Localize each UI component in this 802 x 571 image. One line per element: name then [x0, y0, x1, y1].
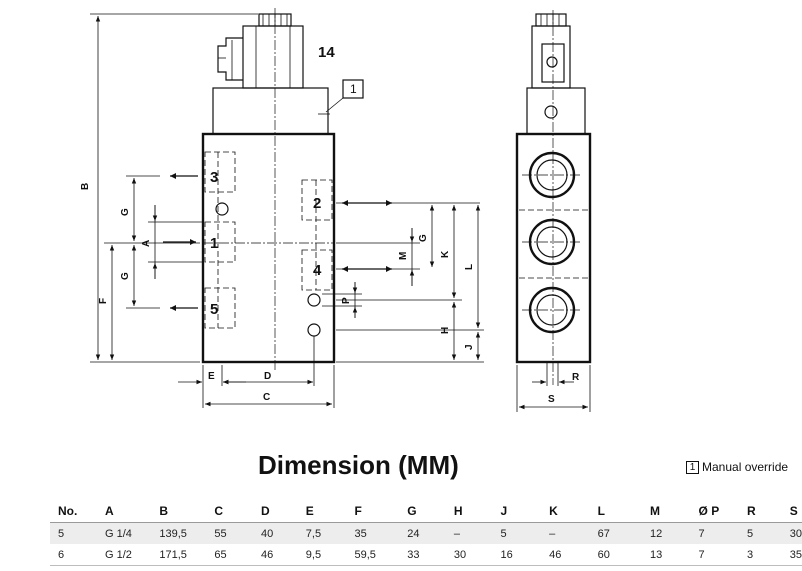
- table-cell: 6: [50, 544, 97, 566]
- table-cell: 7,5: [297, 522, 347, 544]
- table-cell: 7: [690, 544, 739, 566]
- table-cell: 67: [589, 522, 642, 544]
- table-cell: 5: [50, 522, 97, 544]
- valve-body: [201, 132, 336, 364]
- dim-label-R: R: [572, 372, 580, 383]
- table-cell: G 1/2: [96, 544, 152, 566]
- dim-label-H: H: [440, 327, 451, 334]
- dim-label-E: E: [208, 371, 215, 382]
- table-cell: 60: [589, 544, 642, 566]
- legend-box-number: 1: [686, 461, 699, 474]
- header-g: G: [399, 500, 446, 523]
- table-cell: G 1/4: [96, 522, 152, 544]
- table-cell: 171,5: [151, 544, 207, 566]
- table-row: 6 G 1/2 171,5 65 46 9,5 59,5 33 30 16 46…: [50, 544, 802, 566]
- table-cell: 35: [781, 544, 802, 566]
- table-cell: 46: [253, 544, 298, 566]
- header-e: E: [297, 500, 347, 523]
- dim-label-G-left-top: G: [120, 208, 131, 216]
- dim-label-C: C: [263, 392, 270, 403]
- table-cell: –: [445, 522, 493, 544]
- port-label-3: 3: [210, 169, 218, 186]
- side-view: [515, 10, 592, 412]
- legend-text: Manual override: [702, 460, 789, 474]
- port-label-5: 5: [210, 301, 218, 318]
- table-cell: 65: [206, 544, 254, 566]
- table-cell: 59,5: [346, 544, 400, 566]
- header-c: C: [206, 500, 254, 523]
- table-cell: 3: [738, 544, 782, 566]
- header-p: Ø P: [690, 500, 739, 523]
- port-arrows: [163, 173, 392, 311]
- dim-label-K: K: [440, 250, 451, 258]
- dim-label-G-left-bottom: G: [120, 272, 131, 280]
- dim-label-L: L: [464, 264, 475, 270]
- table-cell: 5: [738, 522, 782, 544]
- table-cell: 35: [346, 522, 400, 544]
- solenoid-callout-14: 14: [318, 44, 335, 61]
- table-cell: 5: [492, 522, 542, 544]
- dim-label-F: F: [98, 298, 109, 304]
- port-label-4: 4: [313, 262, 322, 279]
- solenoid-coil: [242, 25, 304, 89]
- dim-label-S: S: [548, 394, 555, 405]
- header-s: S: [781, 500, 802, 523]
- mounting-hole-top: [215, 202, 229, 216]
- dim-label-D: D: [264, 371, 271, 382]
- header-d: D: [253, 500, 298, 523]
- table-cell: 9,5: [297, 544, 347, 566]
- callout-box-number: 1: [350, 82, 357, 96]
- port-label-1: 1: [210, 235, 218, 252]
- port-label-2: 2: [313, 195, 321, 212]
- header-h: H: [445, 500, 493, 523]
- table-header-row: No. A B C D E F G H J K L M Ø P R S: [50, 500, 802, 523]
- technical-drawing: 3 1 5 2 4 14 1: [80, 8, 592, 412]
- table-cell: 7: [690, 522, 739, 544]
- table-cell: 139,5: [151, 522, 207, 544]
- table-cell: 46: [541, 544, 590, 566]
- operator-housing: [212, 87, 329, 135]
- table-cell: 55: [206, 522, 254, 544]
- table-cell: 33: [399, 544, 446, 566]
- table-cell: 40: [253, 522, 298, 544]
- dim-label-B: B: [80, 183, 91, 190]
- header-j: J: [492, 500, 542, 523]
- dim-label-G-right: G: [418, 234, 429, 242]
- dim-label-P: P: [341, 297, 352, 304]
- mounting-hole-mid: [307, 293, 321, 307]
- header-m: M: [642, 500, 691, 523]
- dim-label-J: J: [464, 344, 475, 350]
- header-b: B: [151, 500, 207, 523]
- dim-label-M: M: [398, 252, 409, 260]
- table-cell: 24: [399, 522, 446, 544]
- header-k: K: [541, 500, 590, 523]
- connector-plug: [217, 37, 243, 81]
- table-cell: 13: [642, 544, 691, 566]
- header-no: No.: [50, 500, 97, 523]
- table-cell: 30: [445, 544, 493, 566]
- dimension-lines: [90, 13, 484, 408]
- table-cell: 16: [492, 544, 542, 566]
- header-f: F: [346, 500, 400, 523]
- table-row: 5 G 1/4 139,5 55 40 7,5 35 24 – 5 – 67 1…: [50, 522, 802, 544]
- header-l: L: [589, 500, 642, 523]
- mounting-hole-bottom: [307, 323, 321, 337]
- dimension-table: No. A B C D E F G H J K L M Ø P R S 5 G …: [50, 500, 802, 566]
- table-cell: –: [541, 522, 590, 544]
- dimension-title: Dimension (MM): [258, 450, 459, 480]
- header-r: R: [738, 500, 782, 523]
- front-view: [201, 8, 364, 372]
- table-cell: 12: [642, 522, 691, 544]
- table-cell: 30: [781, 522, 802, 544]
- dim-label-A: A: [141, 240, 152, 247]
- header-a: A: [96, 500, 152, 523]
